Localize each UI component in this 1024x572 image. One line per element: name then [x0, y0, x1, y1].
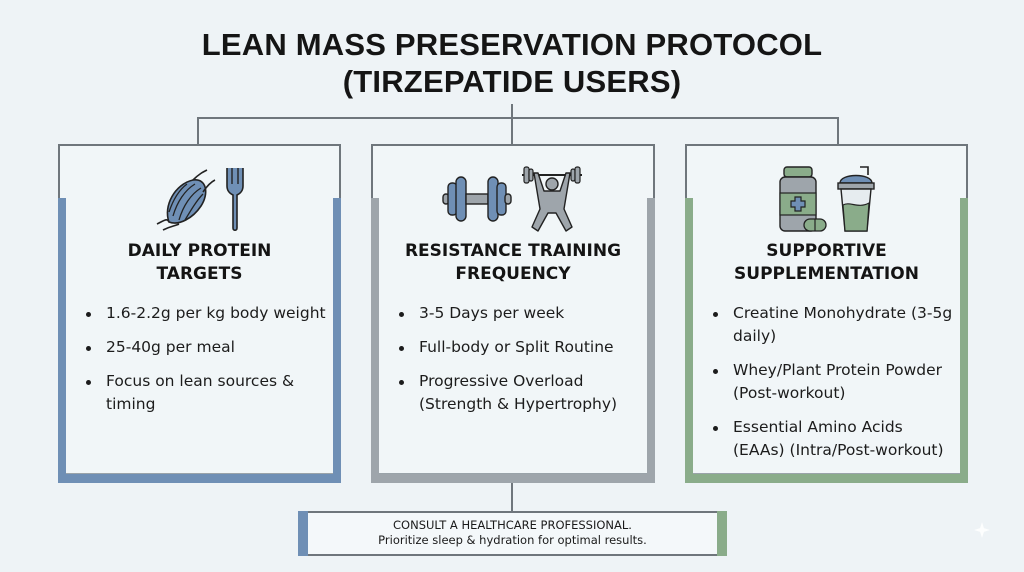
dumbbell-icon	[442, 176, 512, 222]
footer-line-1: CONSULT A HEALTHCARE PROFESSIONAL.	[393, 518, 632, 532]
title-line-1: LEAN MASS PRESERVATION PROTOCOL	[201, 27, 823, 62]
supplement-bottle-icon	[778, 166, 827, 232]
diagram-title: LEAN MASS PRESERVATION PROTOCOL (TIRZEPA…	[0, 26, 1024, 100]
card-training: RESISTANCE TRAINING FREQUENCY 3-5 Days p…	[371, 144, 655, 483]
accent-bar-left	[371, 198, 379, 483]
fork-icon	[225, 168, 244, 232]
card-heading: RESISTANCE TRAINING FREQUENCY	[404, 241, 622, 284]
sparkle-icon	[974, 522, 990, 538]
weightlifter-icon	[522, 166, 582, 232]
accent-bar-bottom	[58, 474, 341, 483]
card-heading: DAILY PROTEIN TARGETS	[127, 241, 272, 284]
card-icons	[687, 162, 966, 236]
card-supplements: SUPPORTIVE SUPPLEMENTATION Creatine Mono…	[685, 144, 968, 483]
card-protein: DAILY PROTEIN TARGETS 1.6-2.2g per kg bo…	[58, 144, 341, 483]
connector-right-drop	[837, 117, 839, 144]
footer-note: CONSULT A HEALTHCARE PROFESSIONAL. Prior…	[298, 511, 727, 556]
connector-left-drop	[197, 117, 199, 144]
card-list: 3-5 Days per week Full-body or Split Rou…	[395, 302, 645, 427]
list-item: Full-body or Split Routine	[395, 336, 645, 359]
accent-bar-bottom	[685, 474, 968, 483]
footer-line-2: Prioritize sleep & hydration for optimal…	[378, 533, 647, 547]
accent-bar-left	[685, 198, 693, 483]
list-item: Essential Amino Acids (EAAs) (Intra/Post…	[709, 416, 958, 462]
footer-accent-right	[717, 511, 727, 556]
list-item: Focus on lean sources & timing	[82, 370, 331, 416]
list-item: 1.6-2.2g per kg body weight	[82, 302, 331, 325]
card-icons	[373, 162, 653, 236]
inner-edge	[693, 473, 960, 474]
list-item: Whey/Plant Protein Powder (Post-workout)	[709, 359, 958, 405]
card-heading: SUPPORTIVE SUPPLEMENTATION	[734, 241, 919, 284]
list-item: 3-5 Days per week	[395, 302, 645, 325]
accent-bar-right	[333, 198, 341, 483]
card-list: Creatine Monohydrate (3-5g daily) Whey/P…	[709, 302, 958, 473]
accent-bar-right	[647, 198, 655, 483]
connector-footer	[511, 483, 513, 511]
shaker-bottle-icon	[836, 166, 875, 232]
inner-edge	[379, 473, 647, 474]
connector-trunk	[511, 104, 513, 144]
footer-accent-left	[298, 511, 308, 556]
accent-bar-bottom	[371, 474, 655, 483]
connector-horizontal	[197, 117, 839, 119]
list-item: 25-40g per meal	[82, 336, 331, 359]
list-item: Progressive Overload (Strength & Hypertr…	[395, 370, 645, 416]
list-item: Creatine Monohydrate (3-5g daily)	[709, 302, 958, 348]
muscle-icon	[156, 169, 215, 231]
inner-edge	[66, 473, 333, 474]
card-list: 1.6-2.2g per kg body weight 25-40g per m…	[82, 302, 331, 427]
accent-bar-right	[960, 198, 968, 483]
title-line-2: (TIRZEPATIDE USERS)	[342, 64, 682, 99]
accent-bar-left	[58, 198, 66, 483]
card-icons	[60, 162, 339, 236]
